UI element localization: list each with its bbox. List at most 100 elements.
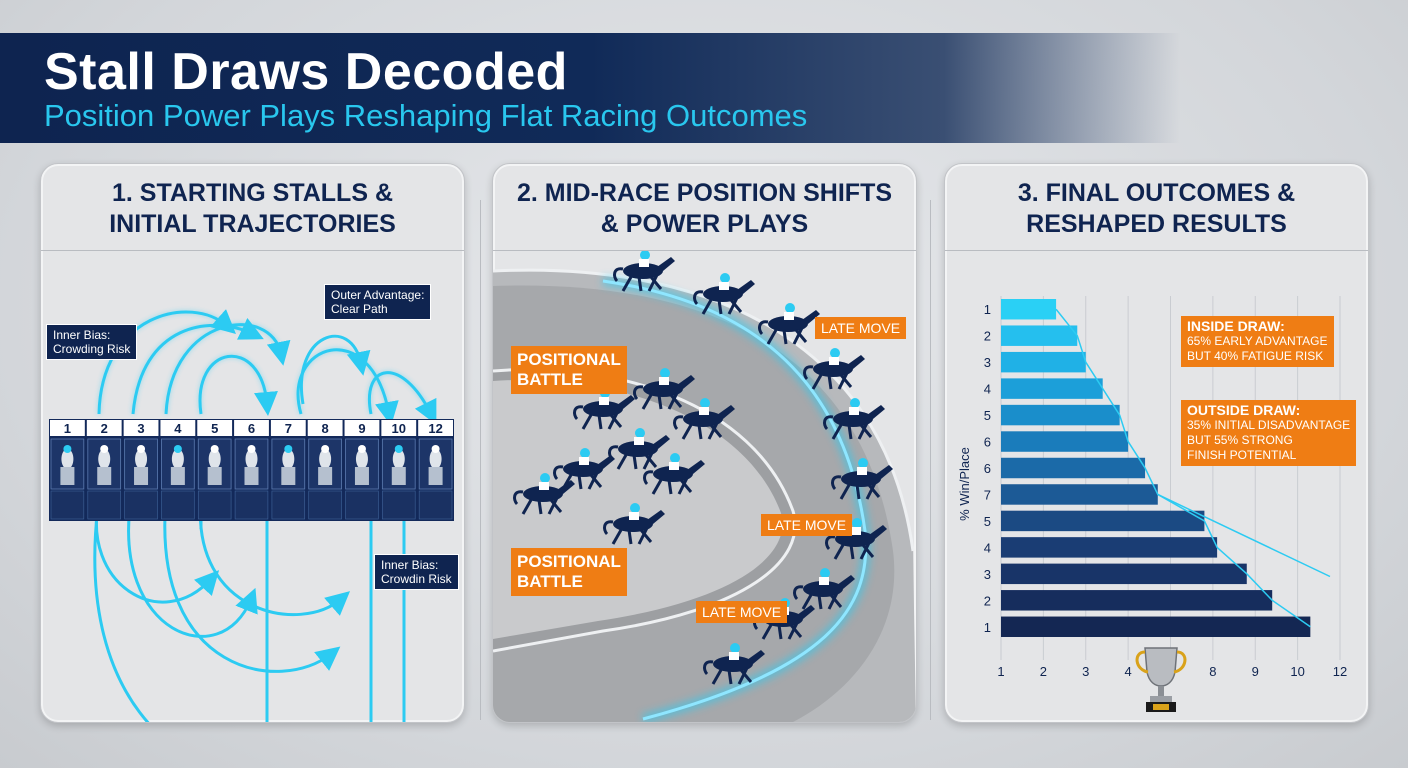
jockey-helmet-icon [321,445,330,453]
label-late-move-3: LATE MOVE [696,601,788,623]
label-inner-bias-top: Inner Bias: Crowding Risk [46,324,138,360]
jockey-helmet-icon [431,445,440,453]
racehorse-icon [633,368,695,410]
x-tick-label: 1 [997,664,1004,679]
y-tick-label: 4 [984,382,991,397]
win-place-chart: % Win/Place123456675432112345891012 [957,296,1347,679]
x-tick-label: 8 [1209,664,1216,679]
bar [1001,404,1120,426]
bar [1001,563,1247,585]
label-inside-draw: INSIDE DRAW: 65% EARLY ADVANTAGE BUT 40%… [1181,316,1334,367]
panel-final-outcomes: 3. FINAL OUTCOMES & RESHAPED RESULTS % W… [944,163,1369,723]
bar [1001,484,1158,505]
stall-number-box [160,420,196,436]
racehorse-icon [513,473,575,515]
panel1-heading-rule [41,250,464,251]
y-axis-label: % Win/Place [957,447,972,521]
outside-draw-title: OUTSIDE DRAW: [1187,402,1301,418]
horse-head-icon [429,449,442,469]
racehorse-icon [803,348,865,390]
label-outside-draw: OUTSIDE DRAW: 35% INITIAL DISADVANTAGE B… [1181,400,1357,466]
racehorse-icon [673,398,735,440]
racehorse-icon [643,453,705,495]
horse-body-icon [281,467,296,485]
stall-lower-panel [345,490,379,520]
racehorse-icon [703,643,765,685]
horse-head-icon [282,449,295,469]
horse-head-icon [319,449,332,469]
label-inner-bias-bottom: Inner Bias: Crowdin Risk [374,554,459,590]
jockey-helmet-icon [100,445,109,453]
stall-number: 4 [174,421,182,436]
stall-number-box [270,420,306,436]
racehorse-icon [613,251,675,292]
panel3-heading: 3. FINAL OUTCOMES & RESHAPED RESULTS [945,178,1368,240]
horse-body-icon [60,467,75,485]
stall-lower-panel [418,490,453,520]
horse-body-icon [428,467,443,485]
panel-starting-stalls: 1. STARTING STALLS & INITIAL TRAJECTORIE… [40,163,465,723]
trophy-icon [1135,647,1187,712]
x-tick-label: 2 [1040,664,1047,679]
title-banner [0,33,1180,143]
y-tick-label: 1 [984,302,991,317]
label-inner-top-line1: Inner Bias: [53,328,111,342]
x-tick-label: 12 [1333,664,1347,679]
stall-lower-panel [124,490,158,520]
x-tick-label: 3 [1082,664,1089,679]
x-tick-label: 9 [1252,664,1259,679]
stall-lower-panel [308,490,342,520]
jockey-helmet-icon [247,445,256,453]
label-inner-bottom-line2: Crowdin Risk [381,572,452,586]
stall-number-box [344,420,380,436]
battle-top-line2: BATTLE [517,370,583,389]
jockey-helmet-icon [210,445,219,453]
jockey-helmet-icon [394,445,403,453]
horse-body-icon [244,467,259,485]
horse-head-icon [392,449,405,469]
y-tick-label: 2 [984,329,991,344]
stall-number-box [381,420,417,436]
panel3-heading-line1: 3. FINAL OUTCOMES & [1017,179,1296,207]
stall-number-box [307,420,343,436]
horse-body-icon [207,467,222,485]
label-inner-bottom-line1: Inner Bias: [381,558,439,572]
stall-number: 7 [285,421,292,436]
bar [1001,457,1146,479]
label-outer-line1: Outer Advantage: [331,288,425,302]
horse-body-icon [170,467,185,485]
label-outer-line2: Clear Path [331,302,388,316]
jockey-helmet-icon [63,445,72,453]
horse-head-icon [171,449,184,469]
y-tick-label: 2 [984,593,991,608]
outside-draw-line1: 35% INITIAL DISADVANTAGE [1187,418,1351,432]
stall-number: 8 [322,421,329,436]
racehorse-icon [831,458,893,500]
trend-line-inside [1055,308,1311,628]
battle-top-line1: POSITIONAL [517,350,621,369]
stall-lower-panel [234,490,269,520]
racehorse-icon [693,273,755,315]
horse-body-icon [97,467,112,485]
stall-lower-panel [382,490,416,520]
label-inner-top-line2: Crowding Risk [53,342,131,356]
stall-lower-panel [271,490,306,520]
divider-1 [480,200,481,720]
jockey-helmet-icon [137,445,146,453]
stall-number: 5 [211,421,218,436]
racehorse-icon [573,388,635,430]
panel1-heading-line2: INITIAL TRAJECTORIES [109,210,396,238]
racehorse-icon [758,303,820,345]
stall-number-box [234,420,269,436]
page-title: Stall Draws Decoded [44,43,568,101]
y-tick-label: 6 [984,435,991,450]
y-tick-label: 7 [984,487,991,502]
horse-head-icon [355,449,368,469]
racehorse-icon [823,398,885,440]
bar [1001,378,1103,399]
stall-lower-panel [161,490,195,520]
inside-draw-line1: 65% EARLY ADVANTAGE [1187,334,1328,348]
panel2-heading: 2. MID-RACE POSITION SHIFTS & POWER PLAY… [493,178,916,240]
